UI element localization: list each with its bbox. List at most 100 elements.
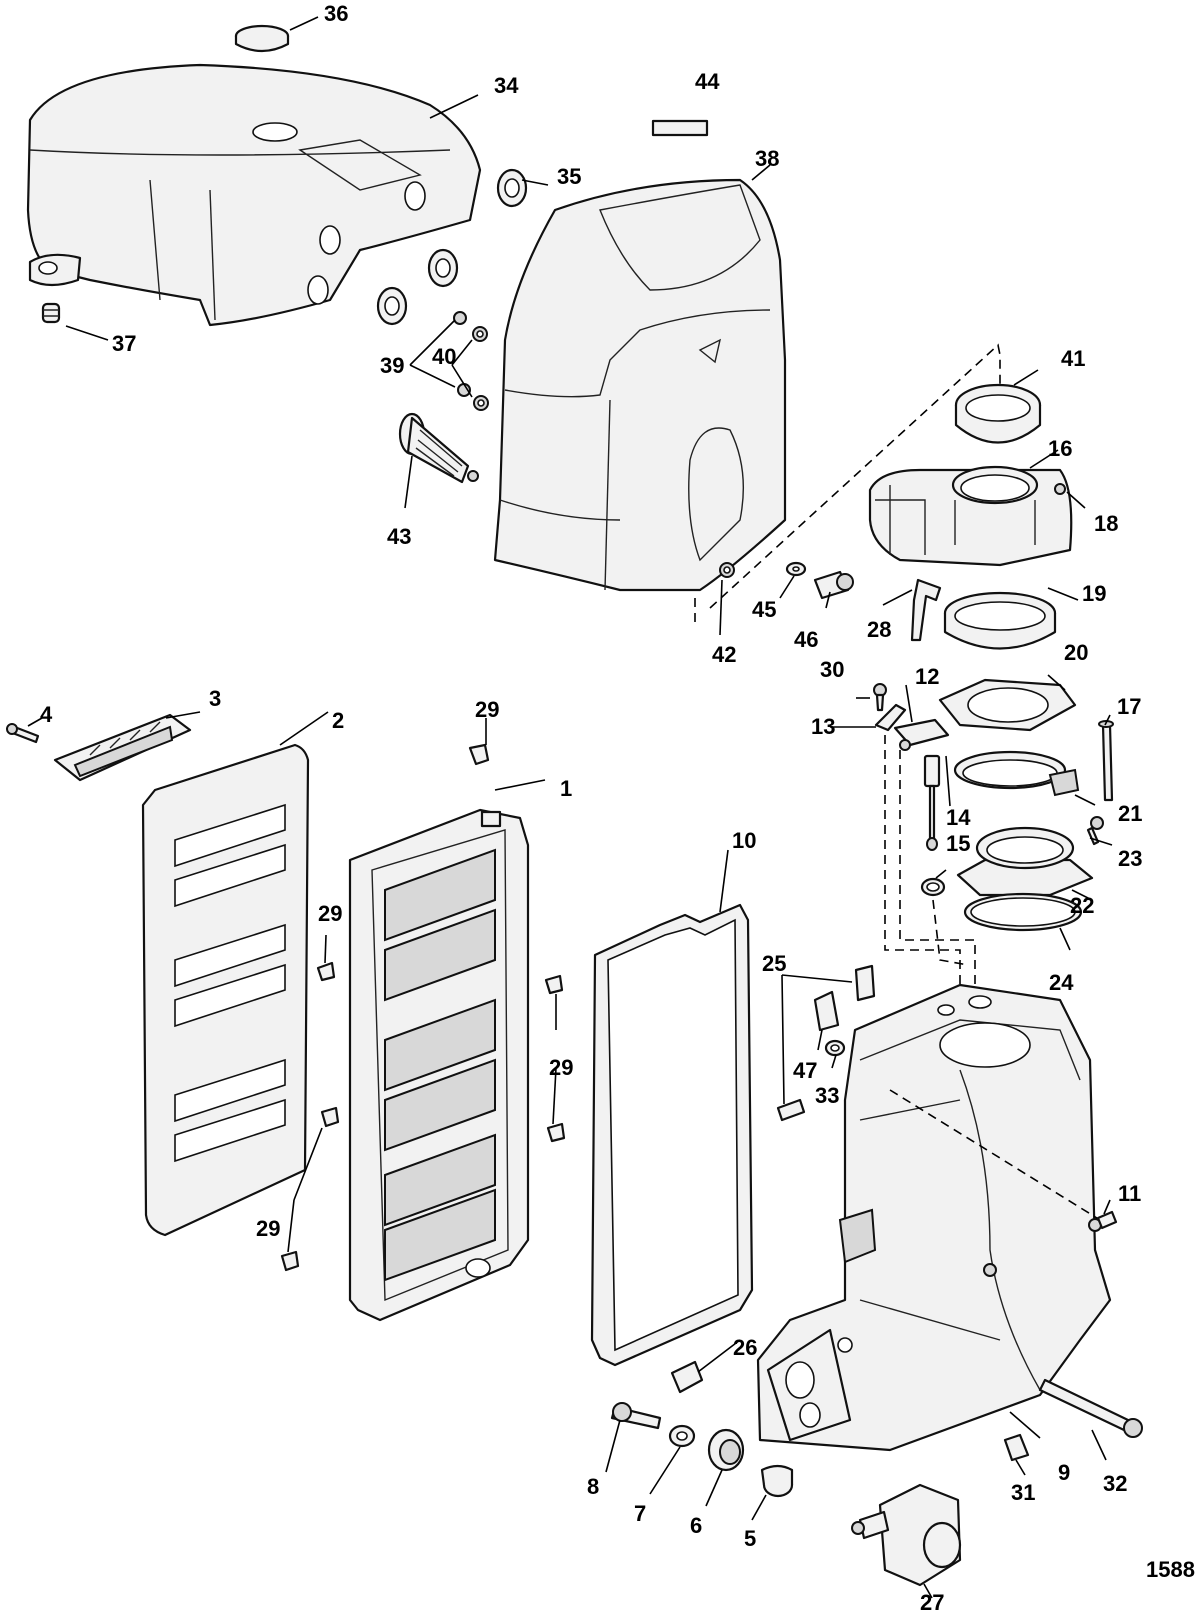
part-17-bolt <box>1098 720 1114 802</box>
sensor-routing-line <box>884 735 976 990</box>
callout-10: 10 <box>732 828 756 853</box>
callout-38: 38 <box>755 146 779 171</box>
callout-labels: 36 34 44 35 38 37 39 40 41 16 18 43 19 4… <box>40 1 1195 1614</box>
part-11-screw <box>1096 1210 1118 1230</box>
figure-number: 1588 <box>1146 1557 1195 1582</box>
callout-1: 1 <box>560 776 572 801</box>
part-21-clamp <box>953 750 1080 797</box>
callout-27: 27 <box>920 1590 944 1614</box>
callout-42: 42 <box>712 642 736 667</box>
part-41-seal-ring <box>954 383 1042 444</box>
part-33-washer <box>824 1039 846 1057</box>
leader-lines <box>27 16 1113 1599</box>
callout-46: 46 <box>794 627 818 652</box>
callout-45: 45 <box>752 597 776 622</box>
callout-19: 19 <box>1082 581 1106 606</box>
callout-29-right: 29 <box>549 1055 573 1080</box>
callout-12: 12 <box>915 664 939 689</box>
part-8-bolt <box>610 1402 662 1430</box>
part-12-sensor <box>893 718 950 751</box>
assembly-boundary-line <box>694 343 1001 625</box>
part-22-flange <box>956 826 1094 897</box>
part-7-washer <box>668 1424 696 1448</box>
callout-7: 7 <box>634 1501 646 1526</box>
callout-17: 17 <box>1117 694 1141 719</box>
callout-23: 23 <box>1118 846 1142 871</box>
callout-36: 36 <box>324 1 348 26</box>
callout-2: 2 <box>332 708 344 733</box>
part-2-gasket-plate <box>141 743 310 1237</box>
callout-39: 39 <box>380 353 404 378</box>
callout-5: 5 <box>744 1526 756 1551</box>
callout-14: 14 <box>946 805 971 830</box>
callout-31: 31 <box>1011 1480 1035 1505</box>
callout-40: 40 <box>432 344 456 369</box>
part-30-screw <box>873 683 887 712</box>
callout-29-top: 29 <box>475 697 499 722</box>
part-35-grommets <box>376 168 528 326</box>
callout-9: 9 <box>1058 1460 1070 1485</box>
part-14-sensor-probe <box>923 754 941 851</box>
callout-11: 11 <box>1118 1181 1141 1206</box>
callout-8: 8 <box>587 1474 599 1499</box>
callout-41: 41 <box>1061 346 1085 371</box>
part-19-adapter <box>943 591 1057 650</box>
part-47-clip <box>813 990 840 1032</box>
part-1-intake-manifold <box>348 808 530 1322</box>
callout-6: 6 <box>690 1513 702 1538</box>
callout-22: 22 <box>1070 893 1094 918</box>
callout-15: 15 <box>946 831 970 856</box>
callout-25: 25 <box>762 951 786 976</box>
part-3-reed-block <box>53 713 192 782</box>
part-34-flywheel-cover <box>26 63 482 327</box>
part-6-grommet <box>707 1428 745 1472</box>
part-13-clip <box>874 703 907 732</box>
part-16-throttle-body <box>868 465 1073 567</box>
part-4-screw <box>6 723 40 744</box>
part-20-gasket <box>938 678 1077 732</box>
part-5-bushing <box>760 1464 794 1498</box>
part-32-bolt <box>1038 1378 1143 1438</box>
part-15-o-ring <box>920 877 946 897</box>
callout-18: 18 <box>1094 511 1118 536</box>
part-28-bracket <box>910 578 942 642</box>
callout-16: 16 <box>1048 436 1072 461</box>
callout-29-left: 29 <box>318 901 342 926</box>
callout-43: 43 <box>387 524 411 549</box>
callout-33: 33 <box>815 1083 839 1108</box>
callout-44: 44 <box>695 69 720 94</box>
callout-32: 32 <box>1103 1471 1127 1496</box>
callout-3: 3 <box>209 686 221 711</box>
callout-24: 24 <box>1049 970 1074 995</box>
callout-47: 47 <box>793 1058 817 1083</box>
part-46-bolt <box>813 570 854 600</box>
part-37-grommet <box>41 302 61 324</box>
part-29-check-valves <box>280 743 566 1272</box>
callout-4: 4 <box>40 702 53 727</box>
part-38-cover <box>493 178 787 592</box>
callout-29-bottom: 29 <box>256 1216 280 1241</box>
callout-26: 26 <box>733 1335 757 1360</box>
callout-13: 13 <box>811 714 835 739</box>
part-39-40-fasteners <box>453 311 489 411</box>
part-25-clamps <box>776 964 876 1122</box>
part-44-decal <box>651 119 709 137</box>
callout-20: 20 <box>1064 640 1088 665</box>
part-10-gasket <box>590 903 754 1367</box>
part-31-clip <box>1003 1433 1030 1462</box>
part-26-clip <box>670 1360 704 1394</box>
part-24-seal <box>963 892 1083 932</box>
part-36-plug <box>234 24 290 53</box>
part-9-plenum-housing <box>756 983 1112 1452</box>
fastener-line-11 <box>889 1089 1106 1224</box>
callout-28: 28 <box>867 617 891 642</box>
part-27-actuator <box>851 1483 962 1587</box>
callout-30: 30 <box>820 657 844 682</box>
callout-21: 21 <box>1118 801 1142 826</box>
callout-37: 37 <box>112 331 136 356</box>
callout-34: 34 <box>494 73 519 98</box>
callout-35: 35 <box>557 164 581 189</box>
part-45-washer <box>785 561 807 577</box>
part-42-nut <box>719 562 735 578</box>
